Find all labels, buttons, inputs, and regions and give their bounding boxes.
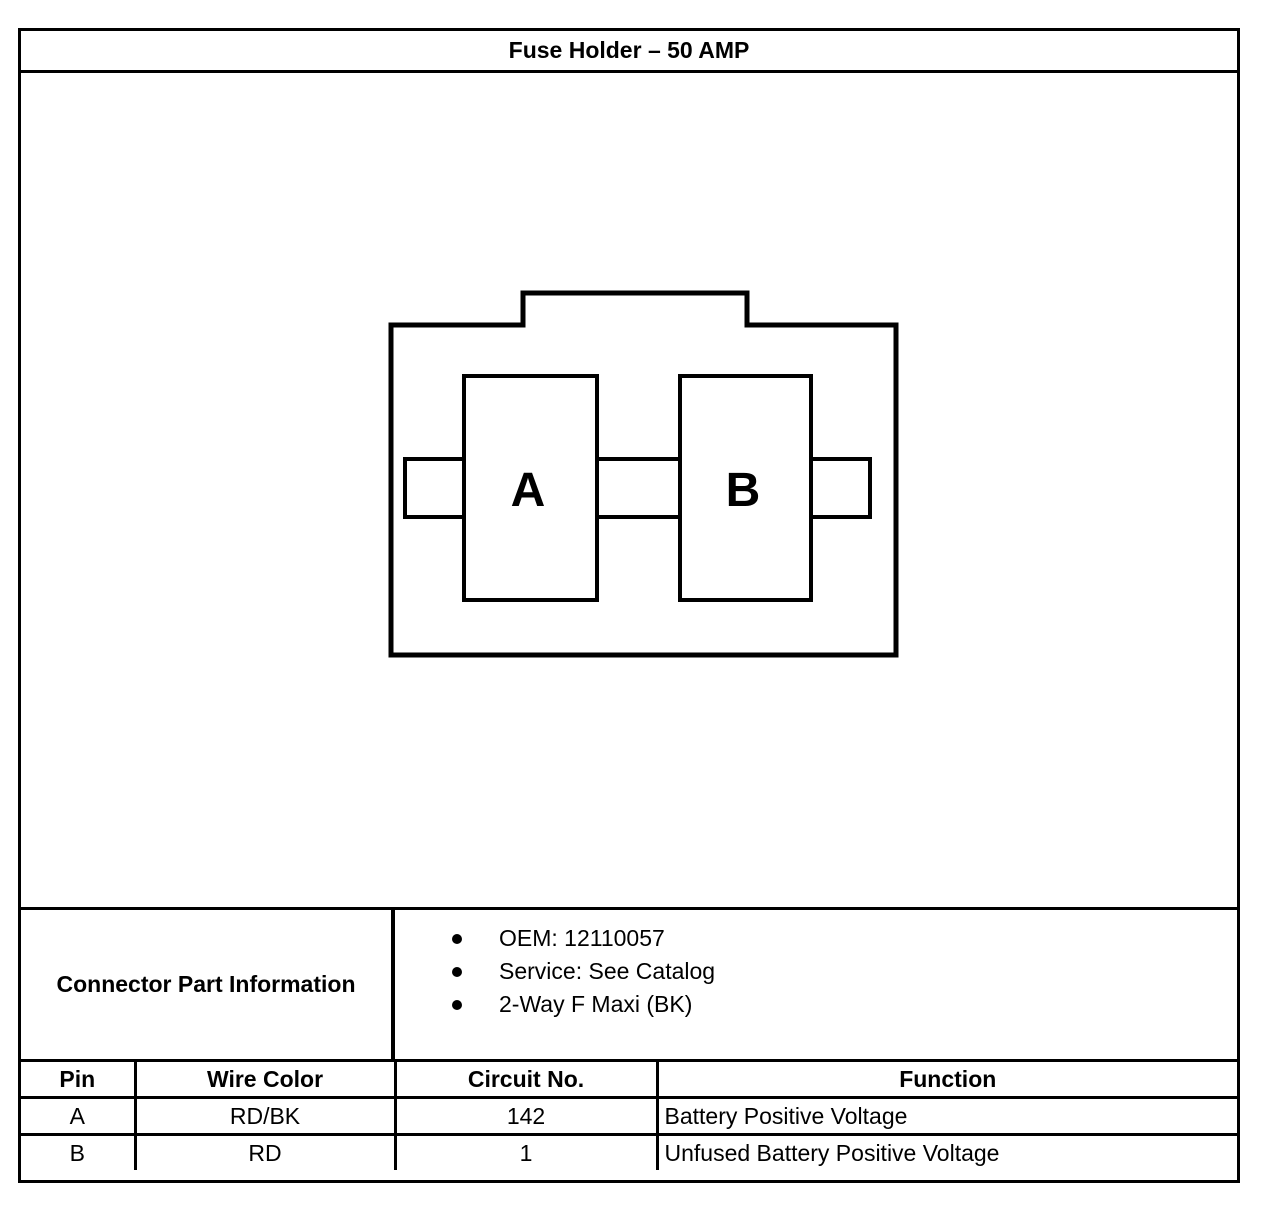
part-info-item: OEM: 12110057 — [395, 922, 715, 955]
connector-diagram-area: A B — [21, 73, 1237, 907]
bullet-icon — [452, 967, 462, 977]
header-function: Function — [655, 1059, 1237, 1099]
table-row: B RD 1 Unfused Battery Positive Voltage — [21, 1133, 1237, 1170]
cell-function: Unfused Battery Positive Voltage — [655, 1133, 1237, 1170]
connector-part-info: Connector Part Information OEM: 12110057… — [21, 907, 1237, 1059]
cell-circuit: 1 — [393, 1133, 659, 1170]
connector-housing — [388, 290, 899, 658]
header-wire-color: Wire Color — [133, 1059, 397, 1099]
part-info-service: Service: See Catalog — [499, 958, 716, 984]
cavity-a — [462, 374, 599, 602]
part-info-description: 2-Way F Maxi (BK) — [499, 991, 693, 1017]
terminal-bar-right — [809, 457, 872, 519]
bullet-icon — [452, 934, 462, 944]
pin-table: Pin Wire Color Circuit No. Function A RD… — [21, 1059, 1237, 1170]
connector-sheet: Fuse Holder – 50 AMP A B Connector Part … — [18, 28, 1240, 1183]
pin-table-header: Pin Wire Color Circuit No. Function — [21, 1059, 1237, 1099]
cavity-b — [678, 374, 813, 602]
part-info-item: Service: See Catalog — [395, 955, 715, 988]
terminal-bar-left — [403, 457, 466, 519]
pin-label-b: B — [726, 464, 761, 517]
bullet-icon — [452, 1000, 462, 1010]
cell-function: Battery Positive Voltage — [655, 1096, 1237, 1136]
terminal-bar-middle — [595, 457, 682, 519]
cell-circuit: 142 — [393, 1096, 659, 1136]
pin-label-a: A — [511, 464, 546, 517]
part-info-oem: OEM: 12110057 — [499, 925, 665, 951]
page-title: Fuse Holder – 50 AMP — [21, 31, 1237, 73]
part-info-label: Connector Part Information — [21, 910, 395, 1059]
header-circuit-no: Circuit No. — [393, 1059, 659, 1099]
header-pin: Pin — [21, 1059, 137, 1099]
part-info-list: OEM: 12110057 Service: See Catalog 2-Way… — [395, 922, 715, 1021]
cell-wire-color: RD — [133, 1133, 397, 1170]
part-info-item: 2-Way F Maxi (BK) — [395, 988, 715, 1021]
cell-pin: B — [21, 1133, 137, 1170]
cell-wire-color: RD/BK — [133, 1096, 397, 1136]
connector-face-diagram: A B — [388, 290, 899, 658]
cell-pin: A — [21, 1096, 137, 1136]
table-row: A RD/BK 142 Battery Positive Voltage — [21, 1096, 1237, 1136]
